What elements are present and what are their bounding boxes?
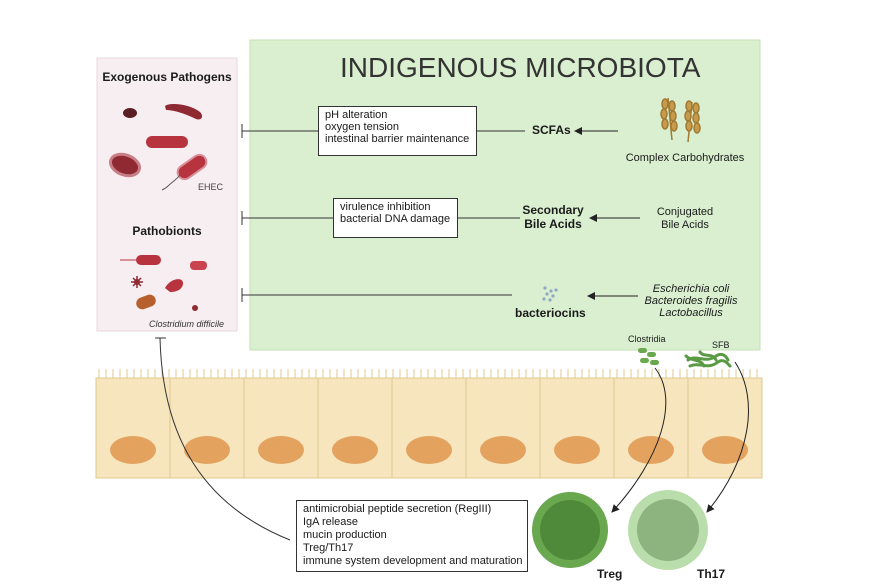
pathogen-icon	[108, 152, 142, 178]
conjugated-bile-acids-label: Conjugated Bile Acids	[640, 206, 730, 232]
th17-cell	[628, 490, 708, 570]
host-response-item: antimicrobial peptide secretion (RegIII)	[303, 503, 492, 515]
pathobiont-rod-icon	[136, 255, 161, 265]
nucleus	[554, 436, 600, 464]
clostridia-label: Clostridia	[628, 334, 666, 344]
host-response-item: Treg/Th17	[303, 542, 354, 554]
secondary-bile-acids-label: Secondary Bile Acids	[515, 203, 591, 231]
treg-label: Treg	[597, 567, 623, 581]
clostridium-difficile-label: Clostridium difficile	[149, 319, 225, 329]
bacteriocin-producers-label: Escherichia coli Bacteroides fragilis La…	[636, 283, 746, 319]
secondary-bile-acids-line: Secondary	[522, 203, 584, 217]
scfas-label: SCFAs	[532, 123, 571, 137]
nucleus	[184, 436, 230, 464]
pathobiont-icon	[190, 261, 207, 270]
microbiota-panel	[249, 39, 761, 351]
nucleus	[702, 436, 748, 464]
page-title: INDIGENOUS MICROBIOTA	[340, 52, 701, 83]
producer-item: Escherichia coli	[652, 283, 730, 295]
bacteriocin-dots-icon	[542, 286, 558, 302]
bacteriocins-label: bacteriocins	[515, 306, 586, 320]
secondary-bile-acids-line: Bile Acids	[524, 217, 582, 231]
host-response-item: IgA release	[303, 516, 359, 528]
treg-cell	[532, 492, 608, 568]
pathogen-flagellated-icon	[165, 104, 203, 120]
bile-effect-item: virulence inhibition	[340, 201, 431, 213]
sfb-icon	[684, 350, 732, 368]
pathobionts-icons	[120, 255, 207, 311]
pathobiont-dot-icon	[192, 305, 198, 311]
scfa-effect-item: intestinal barrier maintenance	[325, 133, 470, 145]
pathobiont-curved-icon	[165, 279, 184, 292]
th17-label: Th17	[697, 567, 726, 581]
clostridia-icon	[638, 348, 659, 365]
ehec-label: EHEC	[198, 182, 224, 192]
nucleus	[110, 436, 156, 464]
arrows	[574, 127, 749, 513]
producer-item: Bacteroides fragilis	[644, 295, 738, 307]
sfb-label: SFB	[712, 340, 730, 350]
scfa-effect-item: oxygen tension	[325, 121, 399, 133]
bile-effect-item: bacterial DNA damage	[340, 213, 451, 225]
conjugated-bile-acids-line: Conjugated	[656, 206, 714, 218]
nucleus	[406, 436, 452, 464]
scfa-effects-box: pH alteration oxygen tension intestinal …	[318, 106, 477, 156]
host-response-item: immune system development and maturation	[303, 555, 523, 567]
nucleus	[628, 436, 674, 464]
bile-effects-box: virulence inhibition bacterial DNA damag…	[333, 198, 458, 238]
complex-carbohydrates-label: Complex Carbohydrates	[625, 152, 745, 164]
scfa-effect-item: pH alteration	[325, 109, 388, 121]
pathogen-panel	[96, 57, 238, 332]
host-response-item: mucin production	[303, 529, 387, 541]
nucleus	[480, 436, 526, 464]
wheat-icon	[660, 97, 701, 143]
pathogen-rod-icon	[146, 136, 188, 148]
pathogen-icon	[123, 108, 137, 118]
pathobionts-heading: Pathobionts	[132, 224, 202, 238]
epithelium	[95, 369, 763, 479]
clostridium-icon	[136, 294, 156, 310]
exogenous-pathogens-heading: Exogenous Pathogens	[102, 70, 232, 84]
producer-item: Lactobacillus	[659, 307, 723, 319]
conjugated-bile-acids-line: Bile Acids	[661, 219, 709, 231]
host-response-box: antimicrobial peptide secretion (RegIII)…	[296, 500, 528, 572]
nucleus	[258, 436, 304, 464]
nucleus	[332, 436, 378, 464]
inhibition-lines	[155, 124, 525, 541]
exogenous-pathogens-icons	[108, 104, 208, 191]
ehec-flagellum-icon	[161, 174, 181, 191]
